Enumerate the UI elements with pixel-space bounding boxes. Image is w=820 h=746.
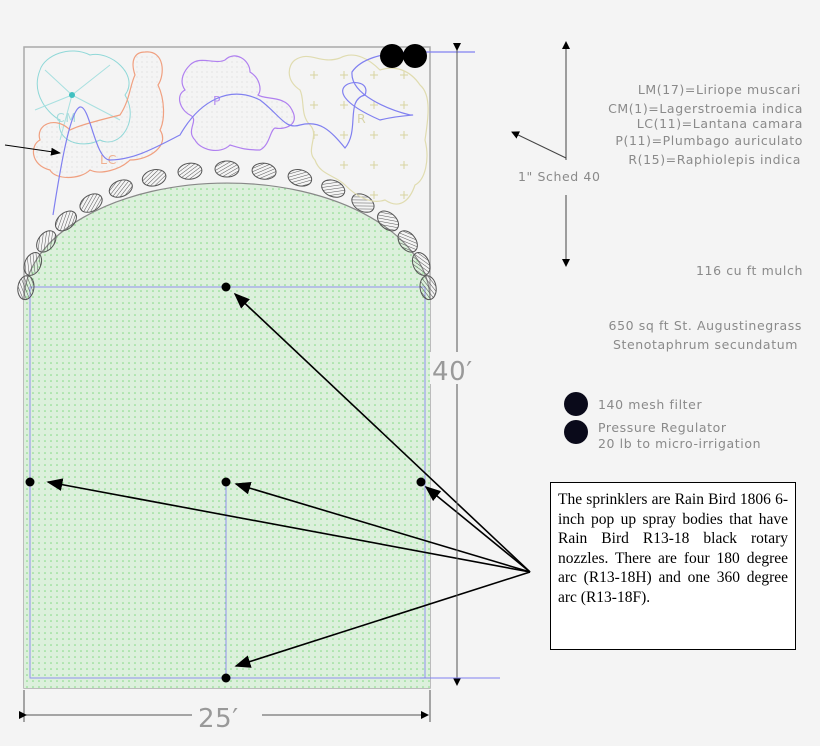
liriope-plant (321, 179, 346, 198)
callout-arrow (233, 292, 531, 573)
liriope-plant (251, 162, 277, 180)
regulator-symbol (403, 44, 427, 68)
callout-arrow (46, 478, 531, 573)
liriope-border (17, 160, 437, 301)
callout-arrow (234, 571, 531, 668)
liriope-plant (141, 169, 167, 187)
drip-line-arrow (4, 144, 61, 156)
crape-myrtle-center (69, 92, 75, 98)
plumbago-bed (178, 55, 295, 152)
sprinkler-head (416, 477, 426, 487)
liriope-plant (17, 275, 35, 301)
liriope-plant (397, 230, 418, 253)
legend-lm: LM(17)=Liriope muscari (638, 82, 801, 97)
drip-line (52, 51, 475, 216)
callout-arrows (46, 292, 531, 668)
legend-regulator-icon (564, 420, 588, 444)
label-r: R (357, 111, 366, 126)
liriope-plant (287, 169, 313, 187)
liriope-plant (177, 162, 203, 180)
sprinkler-note: The sprinklers are Rain Bird 1806 6-inch… (550, 482, 796, 650)
sprinkler-head (221, 673, 231, 683)
pipe-note: 1" Sched 40 (518, 169, 601, 184)
pipe-arrow-left (511, 131, 567, 159)
label-p: P (213, 93, 221, 108)
liriope-plant (108, 179, 133, 198)
regulator-detail: 20 lb to micro-irrigation (598, 436, 761, 451)
liriope-plant (79, 193, 103, 213)
legend-filter-icon (564, 392, 588, 416)
liriope-plant (411, 252, 431, 276)
callout-arrow (424, 485, 531, 573)
liriope-plant (419, 275, 437, 301)
raphiolepis-bed (288, 54, 429, 205)
regulator-note: Pressure Regulator (598, 420, 727, 435)
callout-arrow (234, 481, 531, 573)
label-cm: CM (56, 110, 77, 125)
legend-p: P(11)=Plumbago auriculato (615, 133, 803, 148)
sprinkler-head (25, 477, 35, 487)
sprinkler-head (221, 477, 231, 487)
liriope-plant (377, 210, 400, 232)
liriope-plant (36, 230, 57, 253)
liriope-plant (214, 160, 240, 178)
sprinkler-head (221, 282, 231, 292)
legend-cm: CM(1)=Lagerstroemia indica (608, 101, 803, 116)
height-label: 40′ (432, 357, 473, 387)
liriope-plant (23, 252, 43, 276)
legend-r: R(15)=Raphiolepis indica (628, 152, 801, 167)
mulch-note: 116 cu ft mulch (696, 263, 803, 278)
width-label: 25′ (198, 704, 239, 734)
filter-note: 140 mesh filter (598, 397, 702, 412)
filter-symbol (380, 44, 404, 68)
turf-species: Stenotaphrum secundatum (613, 337, 798, 352)
turf-note: 650 sq ft St. Augustinegrass (609, 318, 802, 333)
liriope-plant (54, 210, 77, 232)
legend-lc: LC(11)=Lantana camara (637, 116, 803, 131)
sprinklers (25, 282, 426, 683)
